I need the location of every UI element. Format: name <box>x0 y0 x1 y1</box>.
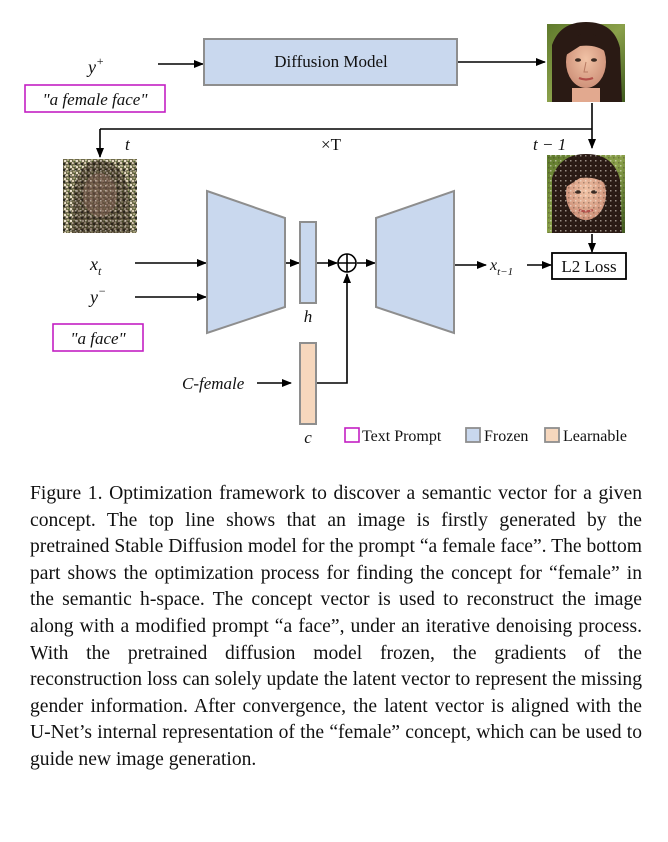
y-plus-label: y+ <box>86 54 104 77</box>
legend-label-text-prompt: Text Prompt <box>362 428 442 445</box>
diffusion-model-label: Diffusion Model <box>274 52 388 71</box>
t-minus-1-label: t − 1 <box>533 135 566 154</box>
legend: Text Prompt Frozen Learnable <box>344 427 627 445</box>
diffusion-model-box <box>203 38 458 86</box>
noisy-image-xt <box>63 159 137 233</box>
prompt-text-face: "a face" <box>70 329 126 348</box>
generated-face-image <box>547 22 625 102</box>
figure-caption: Figure 1. Optimization framework to disc… <box>30 483 642 770</box>
l2-loss-label: L2 Loss <box>561 257 616 276</box>
h-label: h <box>304 307 313 326</box>
legend-label-frozen: Frozen <box>484 428 528 445</box>
denoised-image-xt-1 <box>547 154 625 233</box>
c-female-label: C-female <box>182 374 245 393</box>
prompt-text-female-face: "a female face" <box>43 90 149 109</box>
optimization-diagram: y+ "a female face" Diffusion Model t ×T … <box>24 22 627 447</box>
prompt-box-face <box>52 323 144 352</box>
y-minus-label: y− <box>88 284 106 307</box>
sum-node <box>337 253 357 273</box>
c-concept-bar <box>299 342 317 425</box>
legend-swatch-frozen <box>465 427 481 443</box>
prompt-box-female-face <box>24 84 166 113</box>
c-label: c <box>304 428 312 447</box>
unet-encoder <box>206 189 286 335</box>
times-T-label: ×T <box>321 135 342 154</box>
arrow-c-to-sum <box>317 273 351 384</box>
x-t-minus-1-label: xt−1 <box>489 257 513 278</box>
h-space-bar <box>299 221 317 304</box>
t-label: t <box>125 135 131 154</box>
x-t-label: xt <box>89 254 102 278</box>
unet-decoder <box>375 189 455 335</box>
legend-swatch-text-prompt <box>344 427 360 443</box>
legend-swatch-learnable <box>544 427 560 443</box>
legend-label-learnable: Learnable <box>563 428 627 445</box>
l2-loss-box <box>551 252 627 280</box>
